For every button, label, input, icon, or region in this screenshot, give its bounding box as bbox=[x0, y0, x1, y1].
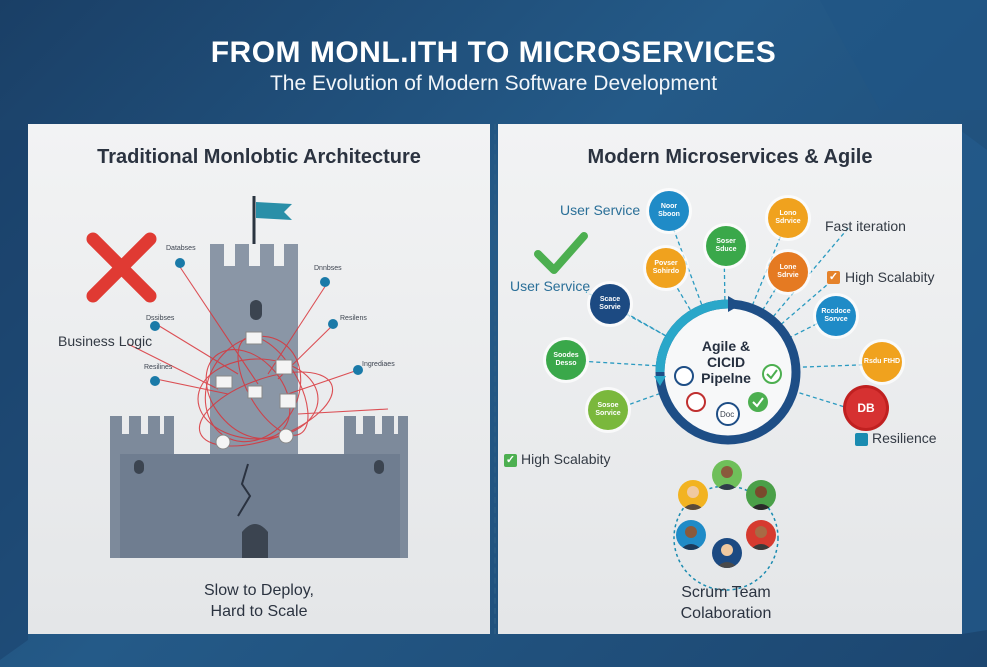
doc-badge: Doc bbox=[720, 410, 735, 419]
pipeline-label: Agile & CICID Pipelne bbox=[676, 338, 776, 386]
tiny-label: Resilens bbox=[340, 315, 367, 322]
high-scalability-right-label: High Scalabity bbox=[845, 269, 935, 285]
service-node: Soodes Desso bbox=[546, 340, 586, 380]
caption-line: Hard to Scale bbox=[210, 603, 308, 620]
service-node: Soser Sduce bbox=[706, 226, 746, 266]
service-node: Scace Sorvie bbox=[590, 284, 630, 324]
tiny-label: Resilines bbox=[144, 364, 173, 371]
panel-divider bbox=[494, 124, 496, 634]
flag-icon bbox=[256, 202, 292, 220]
square-icon bbox=[855, 433, 868, 446]
team-ring bbox=[673, 485, 779, 591]
microservices-title: Modern Microservices & Agile bbox=[587, 146, 873, 168]
checkbox-icon: ✓ bbox=[827, 271, 840, 284]
user-service-top-label: User Service bbox=[560, 202, 641, 218]
page-title: FROM MONL.ITH TO MICROSERVICES bbox=[210, 36, 777, 69]
service-node: Lone Sdrvie bbox=[768, 252, 808, 292]
avatar bbox=[678, 480, 708, 510]
service-node: Lono Sdrvice bbox=[768, 198, 808, 238]
tiny-label: Dssibses bbox=[146, 315, 175, 322]
service-node: Sosoe Sorvice bbox=[588, 390, 628, 430]
service-node: Rsdu FtHD bbox=[862, 342, 902, 382]
avatar bbox=[712, 460, 742, 490]
user-service-label: User Service bbox=[510, 278, 591, 294]
monolith-caption: Slow to Deploy, Hard to Scale bbox=[28, 580, 490, 622]
tiny-label: Dnnbses bbox=[314, 265, 342, 272]
business-logic-label: Business Logic bbox=[58, 333, 153, 349]
tiny-label: Databses bbox=[166, 245, 196, 252]
database-node: DB bbox=[846, 388, 886, 428]
hub-line: CICID bbox=[706, 354, 746, 370]
avatar bbox=[746, 480, 776, 510]
caption-line: Slow to Deploy, bbox=[204, 582, 314, 599]
resilience-label: Resilience bbox=[872, 430, 937, 446]
microservices-diagram bbox=[534, 213, 885, 591]
tiny-label: Ingrediaes bbox=[362, 361, 395, 368]
high-scalability-left-label: High Scalabity bbox=[521, 451, 611, 467]
caption-line: Colaboration bbox=[680, 605, 772, 622]
service-node: Noor Sboon bbox=[649, 191, 689, 231]
hub-line: Pipelne bbox=[701, 370, 751, 386]
dependency-node-icons bbox=[150, 258, 363, 450]
service-node: Povser Sohirdo bbox=[646, 248, 686, 288]
avatar bbox=[676, 520, 706, 550]
monolith-title: Traditional Monlobtic Architecture bbox=[97, 146, 421, 168]
fast-iteration-label: Fast iteration bbox=[825, 218, 906, 234]
avatar bbox=[746, 520, 776, 550]
castle-illustration bbox=[86, 196, 408, 558]
hub-line: Agile & bbox=[701, 338, 751, 354]
red-x-icon bbox=[86, 232, 157, 303]
team-caption: Scrum Team Colaboration bbox=[626, 582, 826, 624]
check-icon bbox=[534, 232, 588, 274]
page-subtitle: The Evolution of Modern Software Develop… bbox=[269, 72, 718, 95]
caption-line: Scrum Team bbox=[681, 584, 771, 601]
avatar bbox=[712, 538, 742, 568]
checkbox-icon: ✓ bbox=[504, 454, 517, 467]
service-node: Rccdoce Sorvce bbox=[816, 296, 856, 336]
